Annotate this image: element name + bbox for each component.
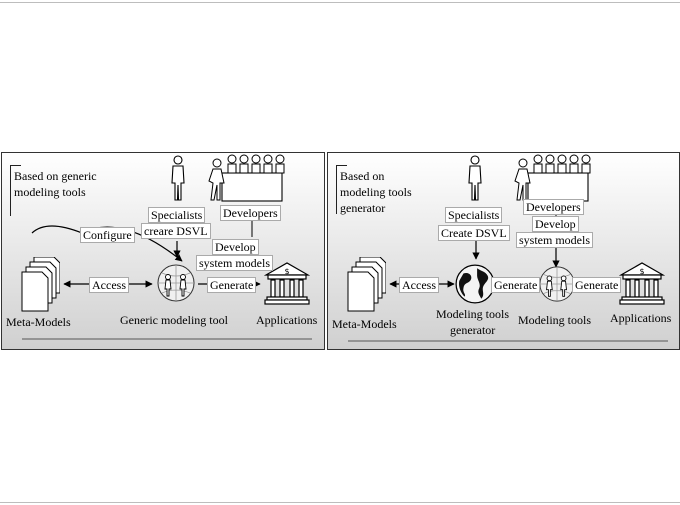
developers-label: Developers: [523, 199, 584, 215]
title-bracket: [10, 165, 21, 216]
applications-label: Applications: [610, 311, 672, 325]
develop-label-line-2: system models: [196, 255, 273, 271]
specialists-label: Specialists: [148, 207, 206, 223]
generator-globe-icon: [454, 263, 496, 305]
modeling-tools-globe-icon: [538, 265, 576, 303]
panel-title-line-2: modeling tools: [14, 185, 86, 199]
panel-title-line-3: generator: [340, 201, 386, 215]
create-dsvl-label: Create DSVL: [438, 225, 510, 241]
panel-title-line-1: Based on generic: [14, 169, 97, 183]
applications-label: Applications: [256, 313, 318, 327]
specialists-label: Specialists: [445, 207, 503, 223]
specialist-person-icon: [465, 155, 485, 201]
panel-title-line-2: modeling tools: [340, 185, 412, 199]
meta-models-label: Meta-Models: [6, 315, 71, 329]
access-label: Access: [399, 277, 439, 293]
meta-models-label: Meta-Models: [332, 317, 397, 331]
applications-bank-icon: [619, 261, 665, 305]
bottom-rule: [0, 502, 680, 503]
generic-tool-globe-icon: [156, 263, 196, 303]
develop-label-line-1: Develop: [532, 216, 579, 232]
develop-label-line-2: system models: [516, 232, 593, 248]
meta-models-docs-icon: [20, 257, 60, 313]
title-bracket: [336, 165, 347, 214]
specialist-person-icon: [168, 155, 188, 201]
access-label: Access: [89, 277, 129, 293]
modeling-tools-label: Modeling tools: [518, 313, 592, 327]
developers-audience-icon: [513, 153, 595, 203]
top-rule: [0, 2, 680, 3]
right-panel: Based on modeling tools generator Specia…: [327, 152, 680, 350]
develop-label-line-1: Develop: [212, 239, 259, 255]
left-panel: Based on generic modeling tools Speciali…: [1, 152, 325, 350]
generate-label-2: Generate: [572, 277, 622, 293]
developers-label: Developers: [220, 205, 281, 221]
generate-label-1: Generate: [491, 277, 541, 293]
configure-label: Configure: [80, 227, 135, 243]
generator-label-line-1: Modeling tools: [436, 307, 510, 321]
generic-tool-label: Generic modeling tool: [120, 313, 228, 327]
developers-audience-icon: [207, 153, 289, 203]
panel-title-line-1: Based on: [340, 169, 385, 183]
generator-label-line-2: generator: [450, 323, 496, 337]
creare-dsvl-label: creare DSVL: [141, 223, 211, 239]
generate-label: Generate: [207, 277, 257, 293]
meta-models-docs-icon: [346, 257, 386, 313]
